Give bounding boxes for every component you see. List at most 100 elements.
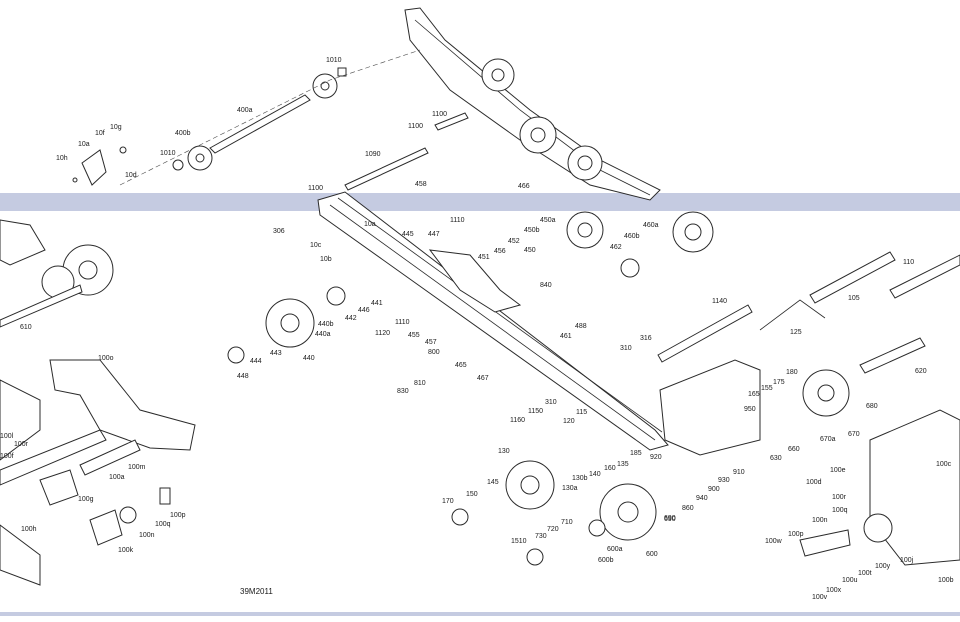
- callout-label: 690: [664, 516, 676, 523]
- lower-arm-assembly-left: [0, 359, 196, 586]
- callout-label: 450a: [540, 217, 556, 224]
- callout-label: 1100: [408, 123, 423, 130]
- scan-artifact-band: [0, 193, 960, 616]
- callout-label: 460b: [624, 233, 640, 240]
- callout-label: 100k: [118, 547, 134, 554]
- callout-label: 306: [273, 228, 285, 235]
- shafts-right: [657, 251, 960, 374]
- callout-label: 440: [303, 355, 315, 362]
- callout-label: 100o: [98, 355, 114, 362]
- callout-label: 400a: [237, 107, 253, 114]
- callout-label: 100p: [788, 531, 804, 538]
- callout-label: 10h: [56, 155, 68, 162]
- callout-label: 440b: [318, 321, 334, 328]
- callout-label: 100b: [938, 577, 954, 584]
- callout-label: 1090: [365, 151, 381, 158]
- callout-label: 1010: [160, 150, 176, 157]
- callout-label: 1010: [326, 57, 342, 64]
- callout-label: 100n: [812, 517, 828, 524]
- callout-label: 100f: [0, 453, 14, 460]
- callout-label: 145: [487, 479, 499, 486]
- callout-label: 115: [576, 409, 587, 416]
- callout-label: 457: [425, 339, 437, 346]
- callout-label: 441: [371, 300, 383, 307]
- callout-label: 100g: [78, 496, 94, 503]
- callout-label: 165: [748, 391, 760, 398]
- callout-label: 100v: [812, 594, 828, 601]
- callout-label: 120: [563, 418, 575, 425]
- callout-label: 100x: [826, 587, 842, 594]
- callout-label: 10f: [95, 130, 105, 137]
- callout-label: 600a: [607, 546, 623, 553]
- callout-label: 125: [790, 329, 802, 336]
- callout-label: 460a: [643, 222, 659, 229]
- callout-label: 840: [540, 282, 552, 289]
- callout-label: 100l: [0, 433, 14, 440]
- callout-label: 900: [708, 486, 720, 493]
- callout-label: 150: [466, 491, 478, 498]
- callout-label: 1120: [375, 330, 390, 337]
- callout-label: 442: [345, 315, 357, 322]
- callout-label: 458: [415, 181, 427, 188]
- callout-label: 105: [848, 295, 860, 302]
- callout-label: 100r: [14, 441, 29, 448]
- callout-label: 910: [733, 469, 745, 476]
- callout-label: 1100: [308, 185, 323, 192]
- callout-label: 100d: [806, 479, 822, 486]
- callout-label: 467: [477, 375, 489, 382]
- callout-label: 950: [744, 406, 756, 413]
- callout-label: 720: [547, 526, 559, 533]
- callout-label: 1140: [712, 298, 727, 305]
- callout-label: 110: [903, 259, 914, 266]
- callout-label: 447: [428, 231, 440, 238]
- callout-label: 155: [761, 385, 773, 392]
- callout-label: 940: [696, 495, 708, 502]
- main-slide-rail: [317, 191, 669, 451]
- callout-label: 130a: [562, 485, 578, 492]
- callout-label: 10a: [364, 221, 376, 228]
- callout-label: 1100: [432, 111, 447, 118]
- callout-label: 445: [402, 231, 414, 238]
- callout-label: 443: [270, 350, 282, 357]
- callout-label: 316: [640, 335, 652, 342]
- callout-label: 160: [604, 465, 616, 472]
- callout-label: 800: [428, 349, 440, 356]
- callout-label: 610: [20, 324, 32, 331]
- shafts-upper: [119, 49, 469, 191]
- callout-label: 466: [518, 183, 530, 190]
- callout-label: 670a: [820, 436, 836, 443]
- callout-label: 100e: [830, 467, 846, 474]
- callout-label: 185: [630, 450, 642, 457]
- callout-label: 1510: [511, 538, 527, 545]
- callout-label: 461: [560, 333, 572, 340]
- callout-label: 810: [414, 380, 426, 387]
- callout-label: 310: [620, 345, 632, 352]
- callout-label: 455: [408, 332, 420, 339]
- callout-label: 930: [718, 477, 730, 484]
- callout-label: 100n: [139, 532, 155, 539]
- callout-label: 130: [498, 448, 510, 455]
- callout-label: 130b: [572, 475, 588, 482]
- callout-label: 10a: [78, 141, 90, 148]
- callout-label: 451: [478, 254, 490, 261]
- callout-label: 100p: [170, 512, 186, 519]
- diagram-code: 39M2011: [240, 587, 273, 596]
- callout-label: 100c: [936, 461, 952, 468]
- callout-label: 488: [575, 323, 587, 330]
- callout-label: 456: [494, 248, 506, 255]
- callout-label: 1110: [395, 319, 410, 326]
- callout-label: 690: [664, 515, 676, 522]
- idler-wheels-center: [227, 211, 850, 566]
- callout-label: 135: [617, 461, 629, 468]
- callout-label: 400b: [175, 130, 191, 137]
- callout-label: 465: [455, 362, 467, 369]
- callout-label: 100t: [858, 570, 872, 577]
- callout-label: 100m: [128, 464, 146, 471]
- callout-label: 920: [650, 454, 662, 461]
- callout-label: 660: [788, 446, 800, 453]
- callout-label: 100q: [832, 507, 848, 514]
- callout-label: 100y: [875, 563, 891, 570]
- callout-label: 450b: [524, 227, 540, 234]
- front-arm-assembly-left: [0, 219, 114, 328]
